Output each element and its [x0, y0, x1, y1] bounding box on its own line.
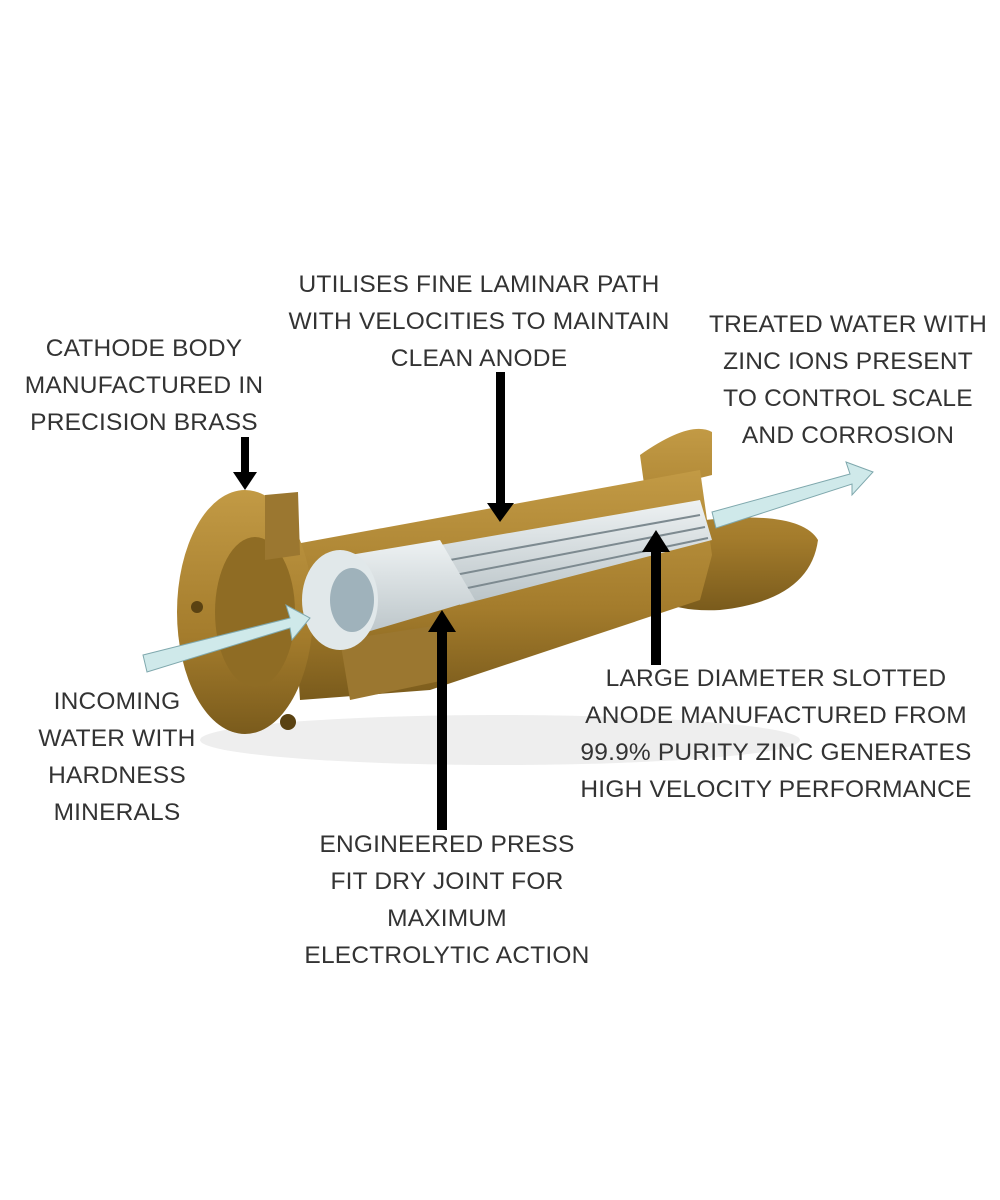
label-cathode-body: CATHODE BODY MANUFACTURED IN PRECISION BRA…: [25, 330, 263, 441]
treated-water-arrow: [711, 461, 874, 529]
label-line: INCOMING: [53, 688, 181, 715]
label-line: CLEAN ANODE: [390, 345, 568, 372]
label-line: LARGE DIAMETER SLOTTED: [605, 665, 947, 692]
incoming-water-arrow: [142, 603, 311, 673]
label-treated-water: TREATED WATER WITH ZINC IONS PRESENT TO CO…: [709, 306, 987, 454]
label-line: ZINC IONS PRESENT: [723, 348, 973, 375]
label-line: TO CONTROL SCALE: [723, 385, 973, 412]
label-line: HIGH VELOCITY PERFORMANCE: [580, 776, 972, 803]
label-line: AND CORROSION: [741, 422, 955, 449]
label-line: MINERALS: [53, 799, 181, 826]
label-line: PRECISION BRASS: [30, 409, 258, 436]
label-line: UTILISES FINE LAMINAR PATH: [298, 271, 660, 298]
label-line: ANODE MANUFACTURED FROM: [585, 702, 967, 729]
label-line: ELECTROLYTIC ACTION: [304, 942, 590, 969]
shadow: [200, 715, 800, 765]
label-line: MAXIMUM: [387, 905, 507, 932]
label-incoming-water: INCOMING WATER WITH HARDNESS MINERALS: [38, 683, 195, 831]
label-line: MANUFACTURED IN: [24, 372, 264, 399]
cathode-pointer-arrow: [233, 437, 257, 490]
label-line: CATHODE BODY: [45, 335, 243, 362]
label-slotted-anode: LARGE DIAMETER SLOTTED ANODE MANUFACTURED…: [580, 660, 971, 808]
label-line: FIT DRY JOINT FOR: [330, 868, 564, 895]
label-line: WITH VELOCITIES TO MAINTAIN: [288, 308, 670, 335]
laminar-pointer-arrow: [487, 372, 514, 522]
bolt-hole: [280, 714, 296, 730]
label-press-fit-joint: ENGINEERED PRESS FIT DRY JOINT FOR MAXIMUM…: [304, 826, 589, 974]
label-line: TREATED WATER WITH: [708, 311, 988, 338]
label-line: WATER WITH: [38, 725, 196, 752]
bolt-hole: [191, 601, 203, 613]
joint-pointer-arrow: [428, 610, 456, 830]
label-line: HARDNESS: [48, 762, 186, 789]
label-laminar-path: UTILISES FINE LAMINAR PATH WITH VELOCITIE…: [288, 266, 669, 377]
anode-pointer-arrow: [642, 530, 670, 665]
label-line: 99.9% PURITY ZINC GENERATES: [580, 739, 972, 766]
label-line: ENGINEERED PRESS: [319, 831, 575, 858]
